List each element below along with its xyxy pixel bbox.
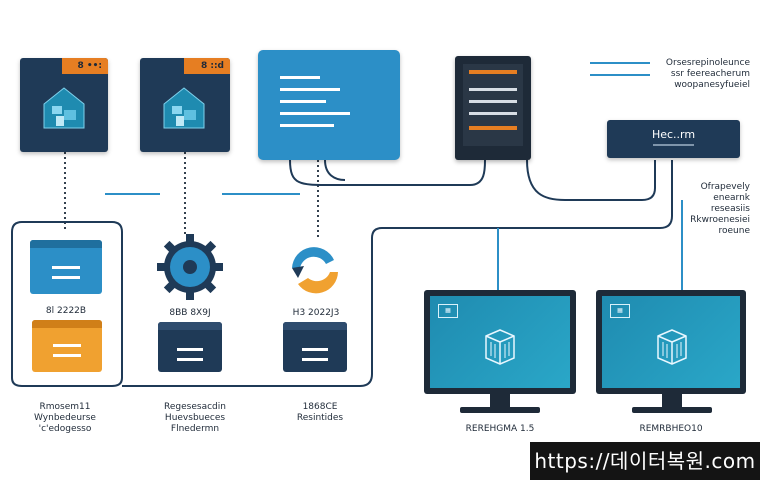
caption-line: Rmosem11 bbox=[39, 402, 91, 412]
caption-mid-right: Ofrapevely enearnk reseasiis Rkwroenesie… bbox=[660, 182, 750, 237]
server-box-icon bbox=[657, 329, 687, 365]
monitor-screen: ▦ bbox=[430, 296, 570, 388]
rack-slot bbox=[469, 100, 517, 103]
drawer-handle bbox=[177, 348, 203, 351]
caption-line: woopanesyfueiel bbox=[674, 80, 750, 90]
header-box-underline bbox=[653, 144, 694, 146]
monitor-right-caption: REMRBHEO10 bbox=[639, 424, 703, 434]
server-box-icon bbox=[485, 329, 515, 365]
storage-1-label: 8l 2222B bbox=[45, 306, 87, 316]
monitor-tag: ▦ bbox=[438, 304, 458, 318]
watermark-url: https://데이터복원.com bbox=[530, 442, 760, 480]
rack-slot bbox=[469, 112, 517, 115]
monitor-left: ▦ bbox=[424, 290, 576, 394]
caption-line: reseasiis bbox=[710, 204, 750, 214]
drawer-handle bbox=[302, 358, 328, 361]
caption-bottom-center-2: 1868CE Resintides bbox=[270, 402, 370, 424]
rack-slot bbox=[469, 88, 517, 91]
folder-lip bbox=[32, 320, 102, 328]
caption-line: roeune bbox=[718, 226, 751, 236]
house-icon bbox=[163, 87, 205, 129]
text-line bbox=[280, 88, 340, 91]
caption-bottom-center: Regesesacdin Huevsbueces Flnedermn bbox=[140, 402, 250, 435]
blue-connector bbox=[526, 159, 656, 201]
drawer-handle bbox=[177, 358, 203, 361]
rack-led bbox=[469, 70, 517, 74]
caption-line: ssr feereacherum bbox=[670, 69, 750, 79]
folder-handle bbox=[53, 344, 81, 347]
text-line bbox=[280, 112, 350, 115]
monitor-stand bbox=[662, 394, 682, 408]
folder-blue bbox=[30, 240, 102, 294]
monitor-tag: ▦ bbox=[610, 304, 630, 318]
caption-line: Huevsbueces bbox=[164, 413, 226, 423]
caption-bottom-left: Rmosem11 Wynbedeurse 'c'edogesso bbox=[10, 402, 120, 435]
navy-connector bbox=[122, 160, 673, 387]
caption-line: Rkwroenesiei bbox=[690, 215, 750, 225]
navy-connector bbox=[289, 159, 486, 186]
caption-line: 1868CE bbox=[302, 402, 338, 412]
rack-led bbox=[469, 126, 517, 130]
server-tile-1: 8 ••: bbox=[20, 58, 108, 152]
navy-connector bbox=[324, 159, 346, 181]
rack-inner bbox=[463, 64, 523, 146]
caption-line: 'c'edogesso bbox=[38, 424, 92, 434]
caption-top-right: Orsesrepinoleunce ssr feereacherum woopa… bbox=[652, 58, 750, 91]
monitor-base bbox=[460, 407, 540, 413]
monitor-base bbox=[632, 407, 712, 413]
document-panel bbox=[258, 50, 400, 160]
folder-orange bbox=[32, 320, 102, 372]
folder-handle bbox=[53, 354, 81, 357]
text-line bbox=[280, 76, 320, 79]
header-box: Hec..rm bbox=[607, 120, 740, 158]
gear-icon bbox=[157, 234, 223, 300]
drawer-navy bbox=[283, 322, 347, 372]
header-box-label: Hec..rm bbox=[651, 128, 696, 141]
monitor-stand bbox=[490, 394, 510, 408]
monitor-right: ▦ bbox=[596, 290, 746, 394]
server-rack bbox=[455, 56, 531, 160]
house-icon bbox=[43, 87, 85, 129]
navy-connector bbox=[11, 221, 123, 387]
caption-line: Wynbedeurse bbox=[34, 413, 96, 423]
storage-2-label: 8BB 8X9J bbox=[169, 308, 211, 318]
caption-line: Orsesrepinoleunce bbox=[665, 58, 750, 68]
monitor-screen: ▦ bbox=[602, 296, 740, 388]
tile-1-tab-label: 8 ••: bbox=[77, 61, 103, 71]
drawer-handle bbox=[302, 348, 328, 351]
text-line bbox=[280, 124, 334, 127]
drawer-lip bbox=[283, 322, 347, 330]
folder-handle bbox=[51, 276, 81, 279]
server-tile-2: 8 ::d bbox=[140, 58, 230, 152]
text-line bbox=[280, 100, 326, 103]
folder-handle bbox=[51, 266, 81, 269]
caption-line: Flnedermn bbox=[170, 424, 220, 434]
caption-line: Ofrapevely bbox=[700, 182, 750, 192]
sync-icon bbox=[292, 247, 338, 294]
drawer-lip bbox=[158, 322, 222, 330]
caption-line: Resintides bbox=[296, 413, 344, 423]
storage-3-label: H3 2022J3 bbox=[292, 308, 340, 318]
tile-2-tab-label: 8 ::d bbox=[200, 61, 224, 71]
caption-line: Regesesacdin bbox=[164, 402, 226, 412]
monitor-left-caption: REREHGMA 1.5 bbox=[465, 424, 535, 434]
folder-lip bbox=[30, 240, 102, 248]
caption-line: enearnk bbox=[713, 193, 750, 203]
drawer-navy bbox=[158, 322, 222, 372]
